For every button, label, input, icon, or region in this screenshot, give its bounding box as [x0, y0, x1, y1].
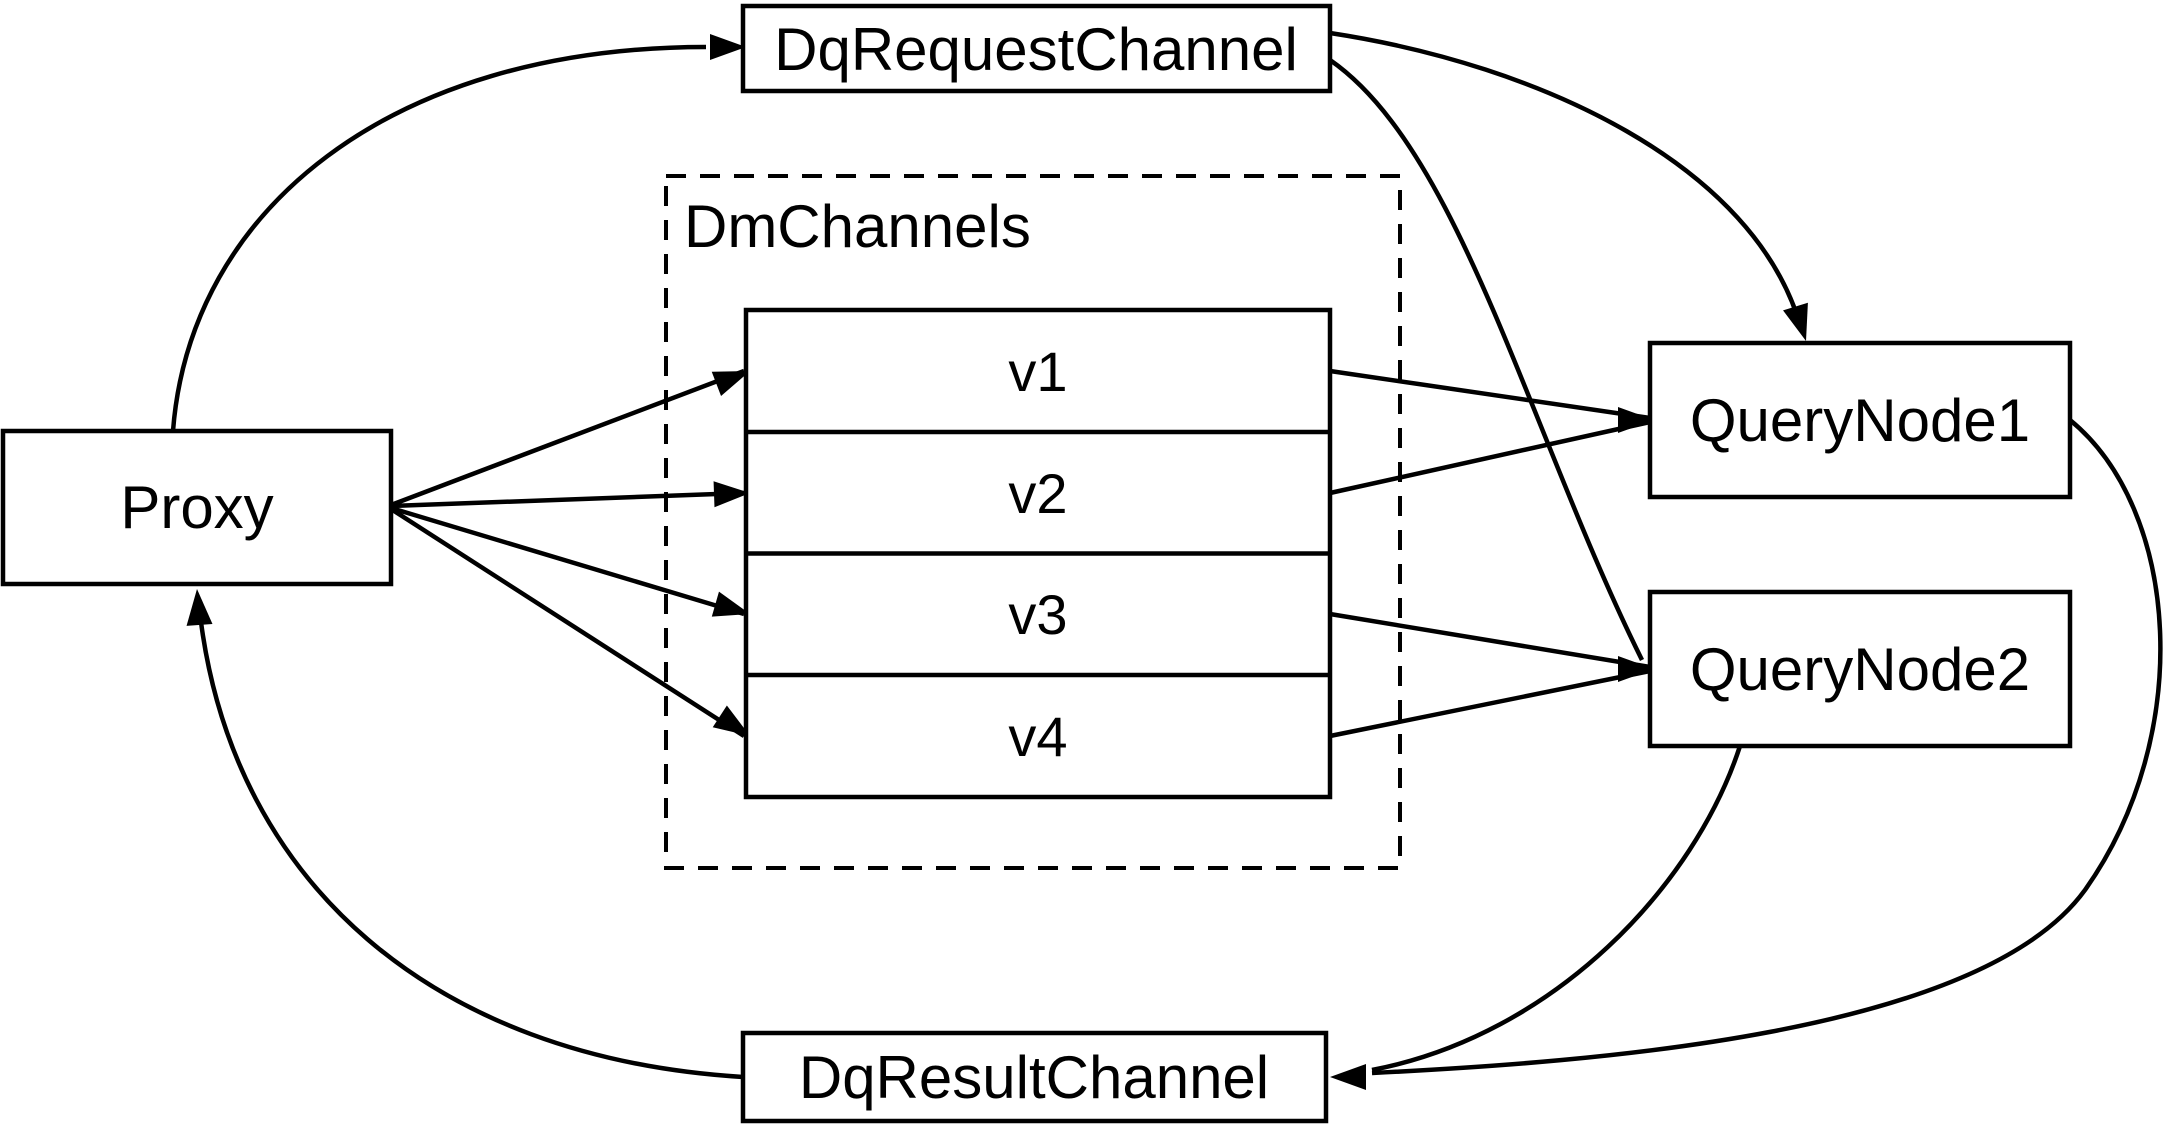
proxy-node: Proxy [0, 428, 394, 587]
arrowhead-into-dqrequestchannel [710, 34, 746, 60]
query-node-1-label: QueryNode1 [1690, 387, 2030, 454]
dm-channels-group: DmChannels [664, 174, 1402, 870]
query-node-2-label: QueryNode2 [1690, 636, 2030, 703]
edge-dqrequestchannel-to-querynode1 [1329, 30, 1804, 329]
proxy-label: Proxy [120, 474, 273, 541]
dq-request-channel-box [740, 3, 1333, 94]
dq-request-channel-label: DqRequestChannel [774, 16, 1298, 83]
edge-dqresultchannel-to-proxy [198, 621, 744, 1080]
arrowhead-into-v1 [711, 371, 750, 397]
dq-request-channel-node: DqRequestChannel [740, 3, 1333, 94]
channel-row-v2-label: v2 [1008, 462, 1067, 525]
arrowhead-into-querynode2-left [1618, 656, 1654, 682]
edge-querynode1-to-dqresultchannel [1371, 418, 2163, 1076]
dm-channels-label: DmChannels [684, 193, 1031, 260]
proxy-box [0, 428, 394, 587]
arrowhead-into-v4 [712, 705, 750, 736]
edge-dqrequestchannel-to-querynode2 [1328, 58, 1645, 661]
edge-proxy-to-v3 [390, 505, 745, 617]
edge-v3-to-querynode2 [1329, 611, 1651, 670]
channel-row-v4-label: v4 [1008, 705, 1067, 768]
arrowhead-into-v2 [713, 481, 750, 508]
edge-proxy-to-dqrequestchannel [170, 44, 707, 432]
channel-row-v1-label: v1 [1008, 340, 1067, 403]
query-node-2-box [1647, 589, 2073, 749]
arrowhead-into-v3 [711, 591, 750, 617]
query-node-2: QueryNode2 [1647, 589, 2073, 749]
query-node-1: QueryNode1 [1647, 340, 2073, 500]
arrowhead-into-proxy [186, 589, 213, 626]
edge-proxy-to-v2 [390, 490, 745, 509]
edge-proxy-to-v4 [389, 507, 746, 738]
arrowhead-into-dqresultchannel [1330, 1064, 1366, 1090]
arrowhead-into-querynode1-top [1783, 302, 1808, 341]
edge-v2-to-querynode1 [1329, 419, 1651, 496]
query-node-1-box [1647, 340, 2073, 500]
channel-table: v1 v2 v3 v4 [743, 307, 1333, 800]
edge-querynode2-to-dqresultchannel [1371, 745, 1743, 1073]
edge-v1-to-querynode1 [1329, 368, 1651, 421]
dq-result-channel-node: DqResultChannel [740, 1030, 1329, 1124]
dq-result-channel-box [740, 1030, 1329, 1124]
edge-proxy-to-v1 [390, 368, 745, 508]
dq-result-channel-label: DqResultChannel [799, 1044, 1269, 1111]
arrowhead-into-querynode1-left [1618, 407, 1654, 433]
edge-v4-to-querynode2 [1329, 668, 1651, 739]
channel-row-v3-label: v3 [1008, 583, 1067, 646]
